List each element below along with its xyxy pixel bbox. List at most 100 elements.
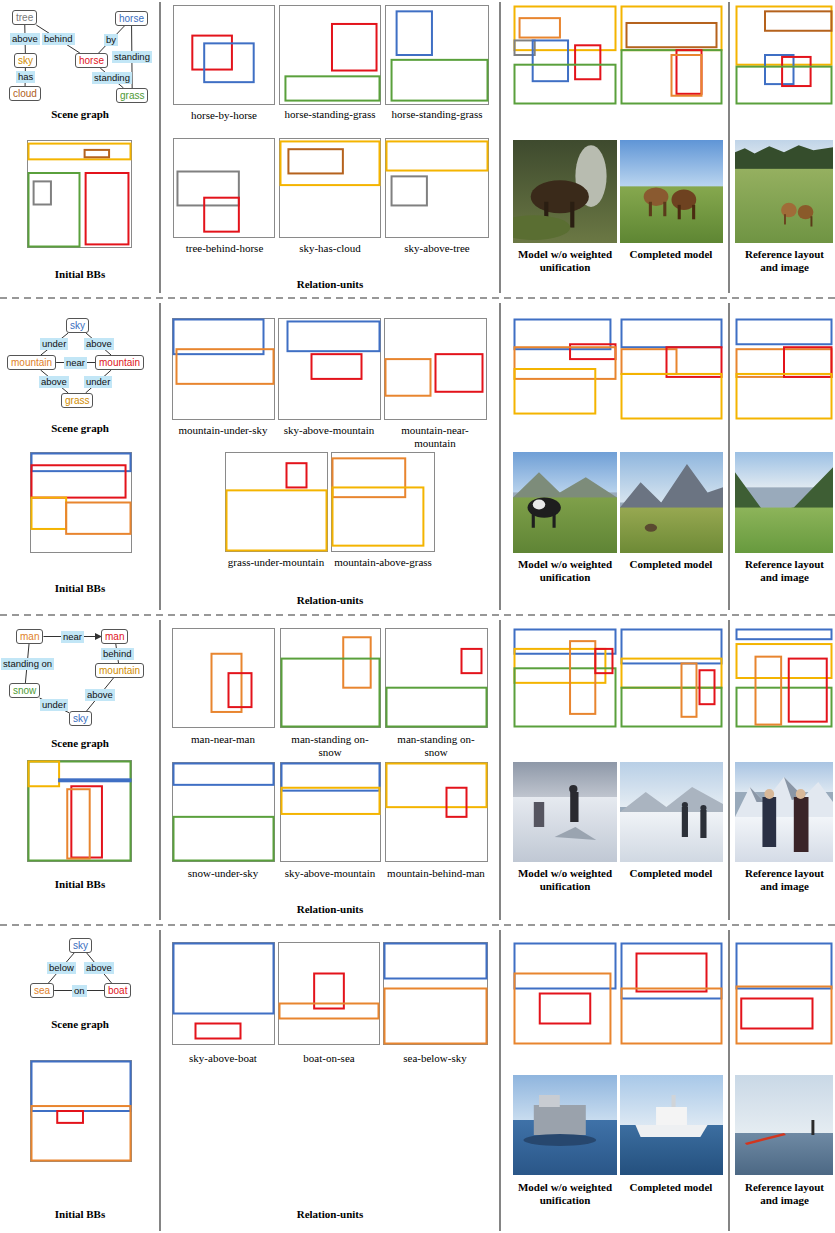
- image-shape: [678, 205, 681, 219]
- bounding-box: [667, 347, 722, 377]
- image-shape: [745, 1133, 786, 1145]
- image-region: [513, 497, 617, 553]
- column-divider: [159, 2, 160, 293]
- panel-title: Completed model: [621, 558, 721, 571]
- image-ground: [620, 140, 723, 243]
- image-shape: [811, 1120, 814, 1135]
- bounding-box: [627, 23, 717, 47]
- image-ground: [735, 140, 833, 243]
- generated-image: [620, 1075, 723, 1175]
- bounding-box: [282, 788, 380, 814]
- graph-edge: [40, 698, 69, 713]
- edge-label: on: [72, 985, 87, 997]
- bounding-box: [622, 989, 722, 1044]
- column-divider: [728, 303, 729, 610]
- layout-frame: [279, 319, 381, 420]
- layout-frame: [31, 453, 132, 553]
- bounding-box: [85, 150, 109, 157]
- generated-image: [735, 762, 833, 862]
- panel-title: Relation-units: [270, 594, 390, 607]
- bounding-box: [622, 50, 722, 103]
- graph-node: sky: [69, 711, 92, 726]
- bounding-box: [700, 670, 715, 704]
- layout-frame: [279, 943, 380, 1045]
- image-ground: [513, 762, 617, 862]
- bounding-box: [515, 668, 616, 726]
- relation-caption: man-standing on-snow: [386, 733, 486, 759]
- bounding-box: [66, 503, 130, 534]
- edge-label: under: [40, 338, 68, 350]
- graph-node: grass: [61, 393, 93, 408]
- relation-caption: man-standing on-snow: [280, 733, 380, 759]
- relation-caption: tree-behind-horse: [177, 242, 272, 255]
- bounding-box: [32, 1062, 131, 1112]
- graph-node: tree: [12, 10, 37, 25]
- bounding-box: [57, 1111, 83, 1123]
- image-region: [735, 452, 833, 487]
- image-shape: [735, 777, 833, 822]
- node-text: mountain: [99, 665, 140, 676]
- bounding-box: [737, 374, 832, 419]
- image-shape: [764, 789, 774, 799]
- relation-caption: mountain-behind-man: [386, 867, 486, 880]
- bounding-box: [333, 487, 424, 545]
- image-shape: [794, 797, 809, 852]
- layout-frame: [386, 6, 489, 105]
- panel-title: Scene graph: [20, 1018, 140, 1031]
- graph-node: sea: [30, 983, 54, 998]
- bounding-box: [196, 1024, 241, 1039]
- layout-frame: [332, 453, 435, 552]
- column-divider: [499, 303, 500, 610]
- bounding-box: [756, 657, 782, 725]
- layout-frame: [386, 139, 489, 238]
- generated-image: [620, 762, 723, 862]
- panel-title: Model w/o weighted unification: [515, 867, 615, 893]
- generated-image: [735, 452, 833, 553]
- bounding-box: [67, 789, 89, 858]
- image-shape: [531, 180, 589, 213]
- node-text: snow: [13, 685, 36, 696]
- graph-edge: [41, 333, 68, 355]
- image-shape: [700, 810, 706, 838]
- bounding-box: [192, 36, 232, 70]
- bounding-box: [229, 673, 252, 707]
- image-shape: [796, 789, 806, 799]
- bounding-box: [622, 320, 722, 348]
- graph-node: snow: [9, 683, 40, 698]
- layout-frame: [173, 763, 275, 862]
- bounding-box: [204, 43, 254, 82]
- image-ground: [620, 452, 723, 553]
- bounding-box: [227, 490, 327, 550]
- graph-node: grass: [116, 88, 148, 103]
- generated-image: [620, 140, 723, 243]
- bounding-box: [32, 465, 126, 497]
- node-text: grass: [120, 90, 144, 101]
- bounding-box: [622, 659, 722, 688]
- bounding-box: [520, 18, 560, 37]
- layout-frame: [280, 6, 381, 105]
- generated-image: [513, 762, 617, 862]
- bounding-box: [737, 987, 832, 1044]
- relation-caption: horse-standing-grass: [280, 108, 380, 121]
- bounding-box: [29, 173, 80, 247]
- node-text: cloud: [13, 88, 37, 99]
- bounding-box: [595, 649, 612, 673]
- node-text: man: [20, 631, 39, 642]
- edge-label: under: [84, 376, 112, 388]
- bounding-box: [29, 762, 60, 787]
- panel-title: Scene graph: [20, 737, 140, 750]
- image-shape: [663, 202, 666, 216]
- bounding-box: [515, 40, 535, 55]
- bounding-box: [622, 688, 722, 727]
- image-shape: [649, 202, 652, 216]
- bounding-box: [287, 463, 307, 487]
- bounding-box: [765, 55, 794, 84]
- column-divider: [728, 620, 729, 920]
- row-separator: [0, 614, 835, 615]
- panel-title: Initial BBs: [20, 878, 140, 891]
- layout-frame: [173, 319, 275, 420]
- layout-frame: [174, 6, 275, 105]
- column-divider: [499, 930, 500, 1231]
- panel-title: Relation-units: [270, 1208, 390, 1221]
